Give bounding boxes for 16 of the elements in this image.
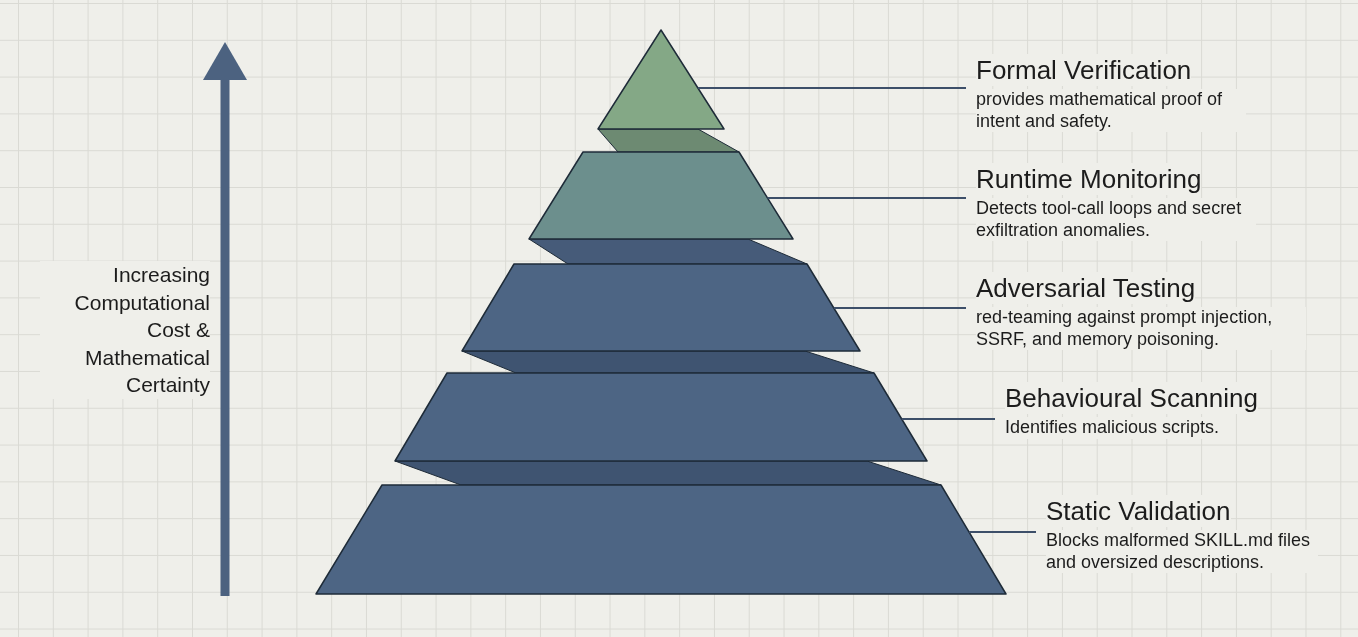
leader-line	[696, 87, 967, 89]
tier-title: Adversarial Testing	[976, 272, 1196, 304]
tier-description: Blocks malformed SKILL.md files and oversized descriptions.	[1046, 530, 1318, 573]
leader-line	[900, 418, 996, 420]
tier-title: Runtime Monitoring	[976, 163, 1202, 195]
tier-description: provides mathematical proof of intent and safety.	[976, 89, 1246, 132]
tier-description: Identifies malicious scripts.	[1005, 417, 1220, 439]
leader-line	[968, 531, 1037, 533]
tier-title: Static Validation	[1046, 495, 1231, 527]
leader-line	[766, 197, 967, 199]
leader-line	[832, 307, 967, 309]
tier-description: red-teaming against prompt injection, SSRF, and memory poisoning.	[976, 307, 1306, 350]
tier-description: Detects tool-call loops and secret exfiltration anomalies.	[976, 198, 1256, 241]
tier-title: Formal Verification	[976, 54, 1192, 86]
tier-title: Behavioural Scanning	[1005, 382, 1258, 414]
axis-label: Increasing Computational Cost & Mathematical Certainty	[40, 261, 210, 399]
